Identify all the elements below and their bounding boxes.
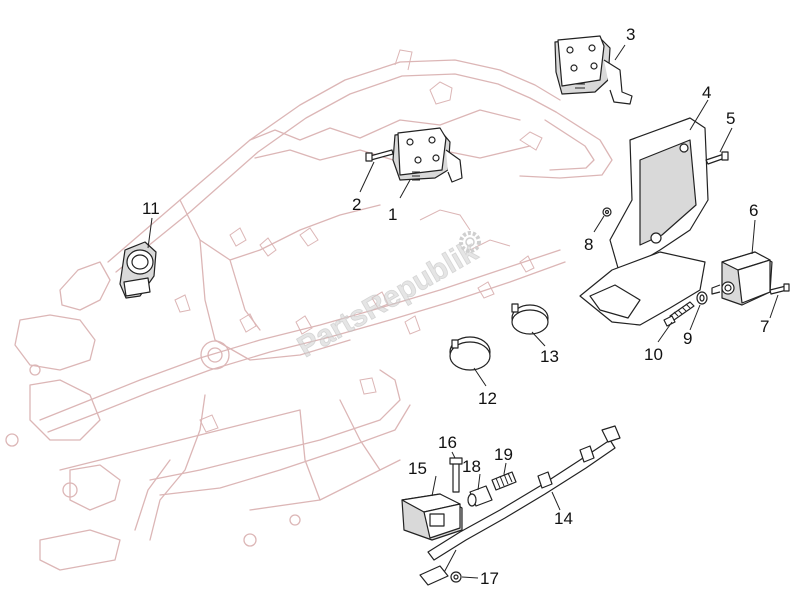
part-2-screw bbox=[365, 149, 394, 162]
callout-10: 10 bbox=[644, 345, 663, 364]
part-14-rod bbox=[419, 425, 621, 586]
part-18-fitting bbox=[467, 485, 493, 507]
callout-18: 18 bbox=[462, 457, 481, 476]
callout-15: 15 bbox=[408, 459, 427, 478]
scooter-frame bbox=[5, 49, 613, 571]
part-17-nut bbox=[450, 571, 462, 583]
callout-14: 14 bbox=[554, 509, 573, 528]
part-9-nut bbox=[696, 291, 708, 305]
part-12-hose-clamp bbox=[449, 336, 491, 371]
callout-4: 4 bbox=[702, 83, 711, 102]
part-10-spring-pin bbox=[663, 301, 695, 327]
part-5-screw bbox=[705, 151, 729, 165]
part-11-clamp bbox=[119, 241, 157, 299]
part-15-switch-block bbox=[401, 493, 463, 541]
callout-11: 11 bbox=[142, 199, 160, 218]
callout-9: 9 bbox=[683, 329, 692, 348]
part-19-spring bbox=[491, 471, 517, 491]
part-3-hinge-plate bbox=[554, 35, 633, 105]
callout-5: 5 bbox=[726, 109, 735, 128]
callout-1: 1 bbox=[388, 205, 397, 224]
part-6-actuator bbox=[711, 251, 773, 306]
leader-lines bbox=[147, 44, 779, 579]
callout-17: 17 bbox=[480, 569, 499, 588]
callout-3: 3 bbox=[626, 25, 635, 44]
callout-labels: 1 2 3 4 5 6 7 8 9 10 11 12 13 14 15 16 1… bbox=[142, 25, 769, 588]
callout-12: 12 bbox=[478, 389, 497, 408]
part-4-bracket-housing bbox=[579, 117, 709, 326]
part-7-screw bbox=[769, 283, 790, 295]
part-1-lock-plate bbox=[392, 127, 463, 183]
callout-7: 7 bbox=[760, 317, 769, 336]
gear-watermark-icon bbox=[459, 231, 481, 253]
callout-16: 16 bbox=[438, 433, 457, 452]
part-16-bolt bbox=[449, 457, 463, 493]
part-13-hose-clamp bbox=[511, 303, 549, 335]
callout-8: 8 bbox=[584, 235, 593, 254]
part-8-washer bbox=[602, 207, 612, 217]
callout-2: 2 bbox=[352, 195, 361, 214]
callout-13: 13 bbox=[540, 347, 559, 366]
callout-19: 19 bbox=[494, 445, 513, 464]
callout-6: 6 bbox=[749, 201, 758, 220]
